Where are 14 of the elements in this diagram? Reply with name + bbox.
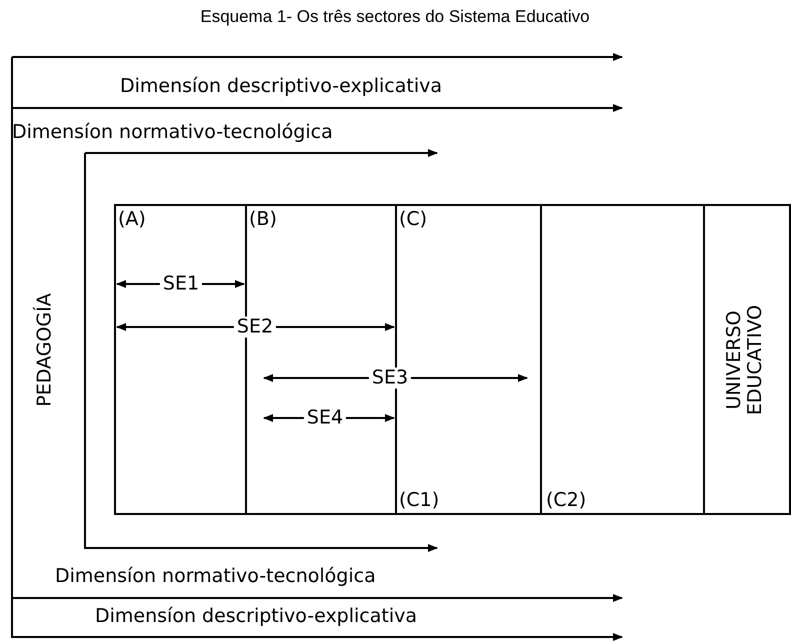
vertical-label: UNIVERSO EDUCATIVO <box>724 304 766 418</box>
diagram-title: Esquema 1- Os três sectores do Sistema Educativo <box>200 8 590 27</box>
column-label: (B) <box>249 209 277 230</box>
dimension-label: Dimensíon normativo-tecnológica <box>55 566 376 587</box>
column-label: (C2) <box>546 490 586 511</box>
vertical-label: PEDAGOGÍA <box>34 292 56 409</box>
dimension-label: Dimensíon descriptivo-explicativa <box>95 606 418 627</box>
sector-label: SE2 <box>234 316 276 338</box>
dimension-label: Dimensíon normativo-tecnológica <box>12 122 333 143</box>
column-label: (C1) <box>399 490 440 511</box>
dimension-label: Dimensíon descriptivo-explicativa <box>120 76 442 97</box>
column-label: (A) <box>118 209 146 230</box>
sector-label: SE3 <box>368 368 412 388</box>
column-label: (C) <box>399 209 428 230</box>
